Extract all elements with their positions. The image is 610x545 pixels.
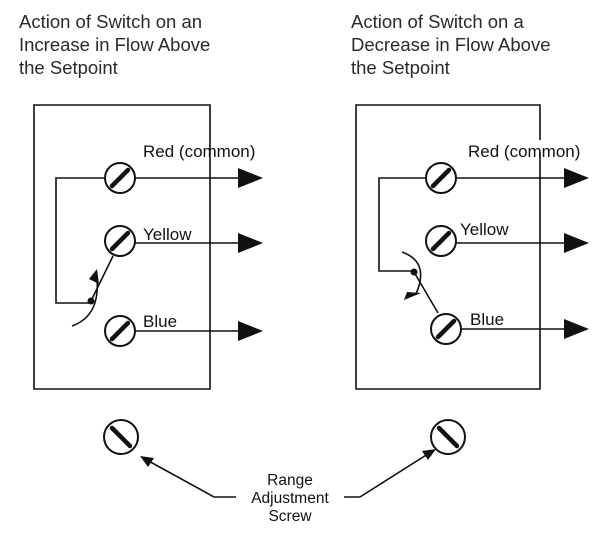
right-title-line-3: the Setpoint xyxy=(351,57,450,78)
right-callout-leader xyxy=(344,451,432,498)
right-yellow-terminal-icon xyxy=(426,226,456,256)
left-panel-title: Action of Switch on an Increase in Flow … xyxy=(19,10,269,79)
left-title-line-2: Increase in Flow Above xyxy=(19,34,211,55)
right-title-line-1: Action of Switch on a xyxy=(351,11,524,32)
left-range-adjustment-screw-icon xyxy=(104,420,138,454)
right-yellow-arrow xyxy=(564,233,589,253)
right-red-label: Red (common) xyxy=(468,142,580,161)
right-common-lead xyxy=(378,177,425,272)
left-blue-terminal-icon xyxy=(105,316,135,346)
left-switch-arm xyxy=(90,255,114,302)
left-action-arc xyxy=(71,278,99,327)
right-action-arrowhead xyxy=(404,292,421,300)
right-blue-arrow xyxy=(564,319,589,339)
left-title-line-3: the Setpoint xyxy=(19,57,118,78)
callout-line-adjustment: Adjustment xyxy=(251,490,329,507)
left-yellow-arrow xyxy=(238,233,263,253)
right-enclosure xyxy=(355,104,541,390)
right-blue-terminal-icon xyxy=(431,314,461,344)
left-yellow-terminal-icon xyxy=(105,226,135,256)
right-range-adjustment-screw-icon xyxy=(431,420,465,454)
left-red-label: Red (common) xyxy=(143,142,255,161)
callout-line-screw: Screw xyxy=(268,508,312,525)
right-yellow-label: Yellow xyxy=(460,220,509,239)
left-action-arrowhead xyxy=(89,269,99,284)
right-callout-arrowhead xyxy=(422,449,436,460)
callout-line-range: Range xyxy=(267,472,313,489)
right-panel-title: Action of Switch on a Decrease in Flow A… xyxy=(351,10,601,79)
left-enclosure xyxy=(33,104,211,390)
right-title-line-2: Decrease in Flow Above xyxy=(351,34,551,55)
left-pivot-dot xyxy=(87,297,95,305)
right-red-arrow xyxy=(564,168,589,188)
left-title-line-1: Action of Switch on an xyxy=(19,11,203,32)
left-red-terminal-icon xyxy=(105,163,135,193)
left-blue-arrow xyxy=(238,321,263,341)
right-switch-panel: Red (common) Yellow Blue xyxy=(355,104,589,390)
right-blue-label: Blue xyxy=(470,310,504,329)
right-switch-arm xyxy=(413,271,439,314)
left-blue-label: Blue xyxy=(143,312,177,331)
left-common-lead xyxy=(55,177,104,304)
left-switch-panel: Red (common) Yellow Blue xyxy=(33,104,263,390)
right-pivot-dot xyxy=(410,268,418,276)
left-callout-leader xyxy=(144,458,236,498)
left-red-arrow xyxy=(238,168,263,188)
left-callout-arrowhead xyxy=(140,456,154,467)
left-yellow-label: Yellow xyxy=(143,225,192,244)
right-red-terminal-icon xyxy=(426,163,456,193)
right-action-arc xyxy=(401,251,422,295)
